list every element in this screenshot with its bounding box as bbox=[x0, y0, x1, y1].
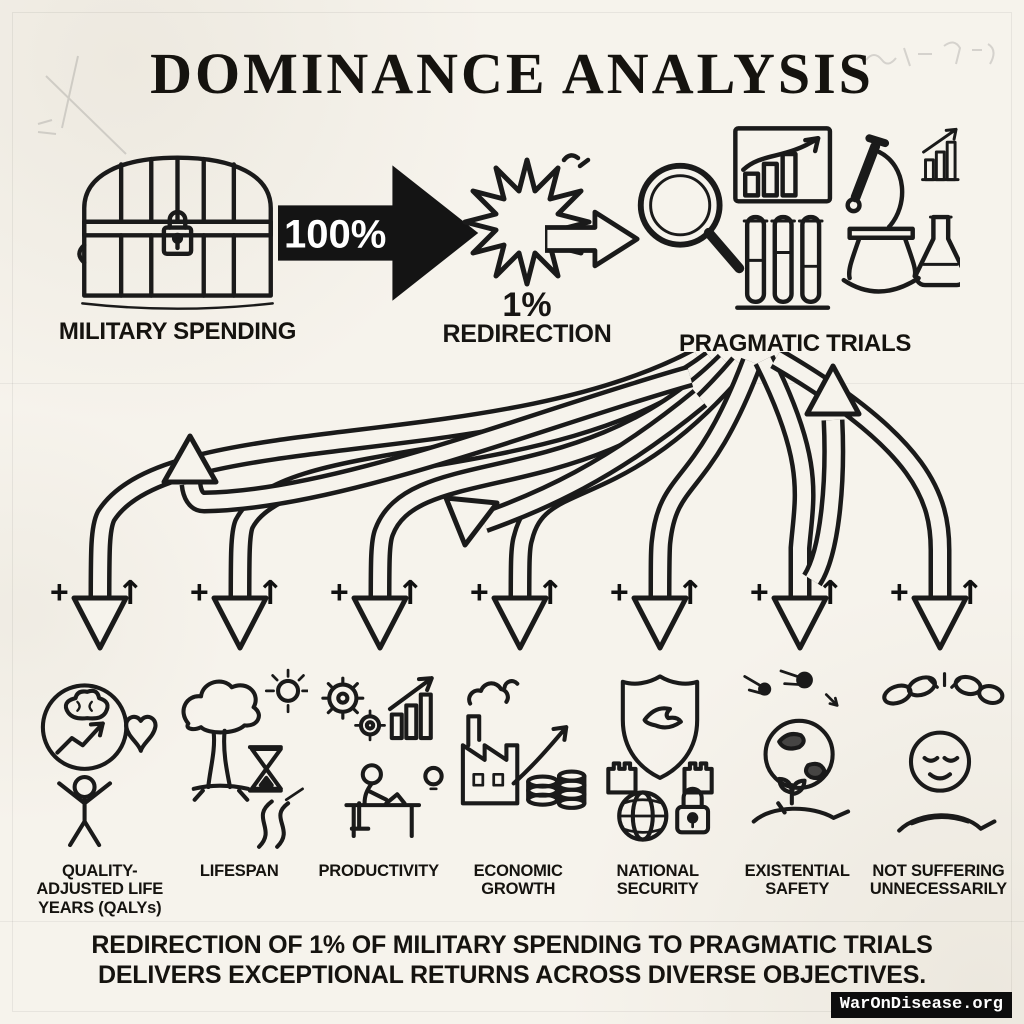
test-tubes-icon bbox=[735, 214, 831, 310]
outcome-label: EXISTENTIAL SAFETY bbox=[744, 862, 850, 899]
not-suffering-icon bbox=[882, 672, 1005, 833]
plus-sign: + bbox=[750, 573, 769, 610]
outcome-label: ECONOMIC GROWTH bbox=[473, 862, 563, 899]
outcome-label: LIFESPAN bbox=[199, 862, 279, 880]
chart-icon bbox=[733, 126, 833, 204]
productivity-icon bbox=[321, 676, 444, 839]
up-arrow-glyph: ↑ bbox=[816, 572, 844, 612]
flow-arrows bbox=[71, 352, 969, 651]
up-arrow-glyph: ↑ bbox=[116, 572, 144, 612]
outcome-markers-row: + ↑ + ↑ + ↑ + ↑ + ↑ + ↑ + ↑ bbox=[30, 570, 1010, 614]
lifespan-icon bbox=[181, 668, 308, 849]
pragmatic-trials-illustration bbox=[637, 126, 960, 310]
outcome-icons-row bbox=[30, 650, 1010, 858]
outcome-markers: + ↑ bbox=[30, 570, 170, 614]
redirection-label: REDIRECTION bbox=[442, 320, 612, 348]
economic-growth-icon bbox=[460, 679, 587, 810]
grid-line bbox=[0, 921, 1024, 922]
outcome-label: PRODUCTIVITY bbox=[318, 862, 439, 880]
outcome-label: NATIONAL SECURITY bbox=[616, 862, 699, 899]
outcome-icon-cell bbox=[590, 650, 730, 858]
caption: REDIRECTION OF 1% OF MILITARY SPENDING T… bbox=[0, 930, 1024, 990]
outcome-markers: + ↑ bbox=[450, 570, 590, 614]
outcome-icon-cell bbox=[30, 650, 170, 858]
up-arrow-glyph: ↑ bbox=[396, 572, 424, 612]
outcome-icon-cell bbox=[170, 650, 310, 858]
outcome-markers: + ↑ bbox=[590, 570, 730, 614]
plus-sign: + bbox=[330, 573, 349, 610]
magnifier-icon bbox=[637, 162, 745, 274]
outcome-markers: + ↑ bbox=[310, 570, 450, 614]
pencil-sketch-topleft bbox=[37, 55, 127, 155]
plus-sign: + bbox=[470, 573, 489, 610]
burst-icon bbox=[462, 153, 592, 287]
outcome-markers: + ↑ bbox=[730, 570, 870, 614]
up-arrow-glyph: ↑ bbox=[956, 572, 984, 612]
up-arrow-glyph: ↑ bbox=[536, 572, 564, 612]
existential-safety-icon bbox=[743, 669, 851, 824]
outline-arrow-icon bbox=[545, 209, 640, 269]
plus-sign: + bbox=[190, 573, 209, 610]
caption-line-1: REDIRECTION OF 1% OF MILITARY SPENDING T… bbox=[91, 931, 933, 959]
mini-chart-icon bbox=[921, 127, 960, 182]
grid-line bbox=[0, 383, 1024, 384]
watermark-badge: WarOnDisease.org bbox=[830, 992, 1012, 1018]
up-arrow-glyph: ↑ bbox=[676, 572, 704, 612]
outcome-markers: + ↑ bbox=[870, 570, 1010, 614]
treasure-chest-icon bbox=[77, 155, 274, 310]
pencil-sketch-topright bbox=[865, 41, 995, 67]
national-security-icon bbox=[606, 674, 714, 842]
qaly-icon bbox=[40, 683, 158, 848]
military-spending-label: MILITARY SPENDING bbox=[58, 318, 297, 345]
redirection-value: 1% bbox=[502, 286, 552, 324]
flask-icon bbox=[913, 214, 960, 288]
outcome-label: QUALITY-ADJUSTED LIFE YEARS (QALYs) bbox=[36, 862, 164, 917]
arrow-percent-label: 100% bbox=[284, 212, 386, 256]
outcome-markers: + ↑ bbox=[170, 570, 310, 614]
outcome-icon-cell bbox=[450, 650, 590, 858]
outcome-icon-cell bbox=[310, 650, 450, 858]
outcome-label: NOT SUFFERING UNNECESSARILY bbox=[869, 862, 1007, 899]
outcome-icon-cell bbox=[730, 650, 870, 858]
outcome-labels-row: QUALITY-ADJUSTED LIFE YEARS (QALYs) LIFE… bbox=[30, 862, 1010, 917]
caption-line-2: DELIVERS EXCEPTIONAL RETURNS ACROSS DIVE… bbox=[97, 961, 927, 989]
outcome-icon-cell bbox=[870, 650, 1010, 858]
black-arrow-100: 100% bbox=[278, 165, 479, 301]
page-title: DOMINANCE ANALYSIS bbox=[150, 41, 874, 106]
microscope-icon bbox=[841, 134, 921, 294]
pragmatic-trials-label: PRAGMATIC TRIALS bbox=[678, 330, 912, 357]
plus-sign: + bbox=[50, 573, 69, 610]
up-arrow-glyph: ↑ bbox=[256, 572, 284, 612]
plus-sign: + bbox=[610, 573, 629, 610]
plus-sign: + bbox=[890, 573, 909, 610]
